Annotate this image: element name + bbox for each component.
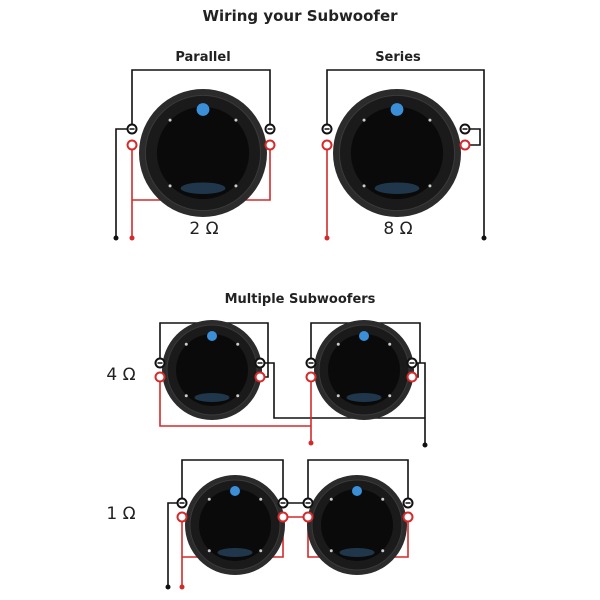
- screw-icon: [207, 497, 211, 501]
- negative-lead-end: [422, 442, 428, 448]
- screw-icon: [388, 394, 392, 398]
- logo-icon: [230, 486, 240, 496]
- subwoofer: [333, 89, 461, 217]
- positive-lead-end: [308, 440, 314, 446]
- logo-icon: [390, 103, 404, 116]
- parallel-impedance: 2 Ω: [189, 219, 218, 239]
- logo-icon: [207, 331, 217, 341]
- positive-terminal: [254, 371, 266, 383]
- negative-terminal: [459, 123, 471, 135]
- logo-icon: [196, 103, 210, 116]
- negative-lead-end: [165, 584, 171, 590]
- negative-wire: [326, 69, 485, 238]
- screw-icon: [336, 342, 340, 346]
- screw-icon: [184, 342, 188, 346]
- positive-terminal: [459, 139, 471, 151]
- positive-terminal: [302, 511, 314, 523]
- multiple-subwoofers-label: Multiple Subwoofers: [225, 292, 376, 307]
- parallel-label: Parallel: [175, 50, 230, 65]
- screw-icon: [234, 184, 238, 188]
- negative-terminal: [154, 357, 166, 369]
- positive-terminal: [264, 139, 276, 151]
- negative-lead-end: [481, 235, 487, 241]
- screw-icon: [236, 394, 240, 398]
- subwoofer: [185, 475, 285, 575]
- subwoofer: [162, 320, 262, 420]
- series-impedance: 8 Ω: [383, 219, 412, 239]
- positive-terminal: [305, 371, 317, 383]
- screw-icon: [428, 184, 432, 188]
- positive-lead-end: [129, 235, 135, 241]
- series-label: Series: [375, 50, 421, 65]
- positive-terminal: [176, 511, 188, 523]
- subwoofer: [139, 89, 267, 217]
- positive-wire: [159, 377, 312, 443]
- positive-terminal: [126, 139, 138, 151]
- screw-icon: [259, 497, 263, 501]
- screw-icon: [329, 549, 333, 553]
- screw-icon: [336, 394, 340, 398]
- screw-icon: [362, 184, 366, 188]
- screw-icon: [362, 118, 366, 122]
- screw-icon: [236, 342, 240, 346]
- four-ohm-label: 4 Ω: [106, 365, 135, 385]
- negative-terminal: [176, 497, 188, 509]
- positive-wire: [181, 516, 409, 587]
- screw-icon: [259, 549, 263, 553]
- positive-terminal: [402, 511, 414, 523]
- positive-terminal: [406, 371, 418, 383]
- terminals: [126, 123, 471, 523]
- positive-terminal: [277, 511, 289, 523]
- negative-terminal: [406, 357, 418, 369]
- screw-icon: [329, 497, 333, 501]
- speakers: [139, 89, 461, 575]
- negative-terminal: [126, 123, 138, 135]
- logo-icon: [352, 486, 362, 496]
- positive-lead-end: [324, 235, 330, 241]
- subwoofer: [307, 475, 407, 575]
- negative-terminal: [321, 123, 333, 135]
- logo-icon: [359, 331, 369, 341]
- screw-icon: [388, 342, 392, 346]
- subwoofer: [314, 320, 414, 420]
- negative-terminal: [264, 123, 276, 135]
- negative-terminal: [254, 357, 266, 369]
- one-ohm-label: 1 Ω: [106, 504, 135, 524]
- negative-terminal: [302, 497, 314, 509]
- screw-icon: [168, 118, 172, 122]
- jumper-wire: [465, 128, 481, 146]
- negative-lead-end: [113, 235, 119, 241]
- positive-terminal: [321, 139, 333, 151]
- positive-lead-end: [179, 584, 185, 590]
- negative-wire: [131, 69, 271, 129]
- screw-icon: [168, 184, 172, 188]
- negative-terminal: [305, 357, 317, 369]
- diagram-title: Wiring your Subwoofer: [202, 7, 398, 25]
- screw-icon: [234, 118, 238, 122]
- screw-icon: [381, 497, 385, 501]
- lead-ends: [113, 235, 487, 590]
- screw-icon: [184, 394, 188, 398]
- screw-icon: [381, 549, 385, 553]
- screw-icon: [207, 549, 211, 553]
- screw-icon: [428, 118, 432, 122]
- negative-terminal: [402, 497, 414, 509]
- negative-terminal: [277, 497, 289, 509]
- positive-terminal: [154, 371, 166, 383]
